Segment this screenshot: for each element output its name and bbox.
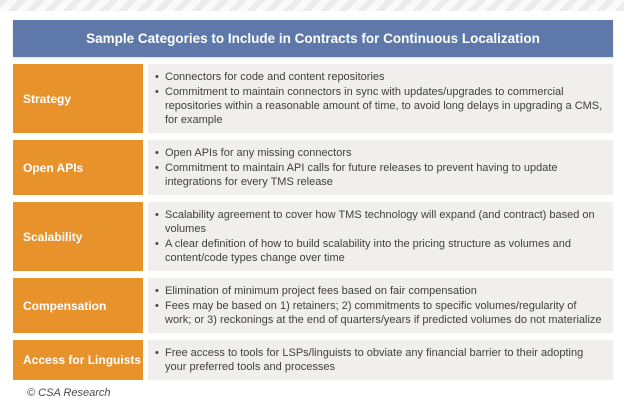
bullet-item: Elimination of minimum project fees base…: [153, 284, 605, 298]
table-title: Sample Categories to Include in Contract…: [13, 20, 613, 57]
bullet-item: Scalability agreement to cover how TMS t…: [153, 208, 605, 236]
category-label-compensation: Compensation: [13, 278, 143, 333]
category-content: Connectors for code and content reposito…: [148, 64, 613, 133]
bullet-list: Free access to tools for LSPs/linguists …: [153, 345, 605, 375]
category-label-scalability: Scalability: [13, 202, 143, 271]
copyright-footnote: © CSA Research: [27, 387, 111, 399]
bullet-item: Commitment to maintain API calls for fut…: [153, 161, 605, 189]
category-content: Scalability agreement to cover how TMS t…: [148, 202, 613, 271]
category-label-strategy: Strategy: [13, 64, 143, 133]
table-row: Compensation Elimination of minimum proj…: [13, 278, 613, 333]
category-content: Free access to tools for LSPs/linguists …: [148, 340, 613, 380]
bullet-item: Connectors for code and content reposito…: [153, 70, 605, 84]
bullet-list: Scalability agreement to cover how TMS t…: [153, 207, 605, 266]
bullet-item: Commitment to maintain connectors in syn…: [153, 85, 605, 127]
category-content: Elimination of minimum project fees base…: [148, 278, 613, 333]
bullet-list: Elimination of minimum project fees base…: [153, 283, 605, 328]
table-row: Open APIs Open APIs for any missing conn…: [13, 140, 613, 195]
category-content: Open APIs for any missing connectors Com…: [148, 140, 613, 195]
table-row: Scalability Scalability agreement to cov…: [13, 202, 613, 271]
bullet-item: A clear definition of how to build scala…: [153, 237, 605, 265]
bullet-list: Connectors for code and content reposito…: [153, 69, 605, 128]
contract-categories-table: Sample Categories to Include in Contract…: [13, 20, 613, 399]
diagonal-stripe-texture: [0, 0, 624, 11]
bullet-item: Fees may be based on 1) retainers; 2) co…: [153, 299, 605, 327]
bullet-list: Open APIs for any missing connectors Com…: [153, 145, 605, 190]
bullet-item: Open APIs for any missing connectors: [153, 146, 605, 160]
table-row: Strategy Connectors for code and content…: [13, 64, 613, 133]
category-label-open-apis: Open APIs: [13, 140, 143, 195]
table-row: Access for Linguists Free access to tool…: [13, 340, 613, 380]
category-label-access-for-linguists: Access for Linguists: [13, 340, 143, 380]
bullet-item: Free access to tools for LSPs/linguists …: [153, 346, 605, 374]
